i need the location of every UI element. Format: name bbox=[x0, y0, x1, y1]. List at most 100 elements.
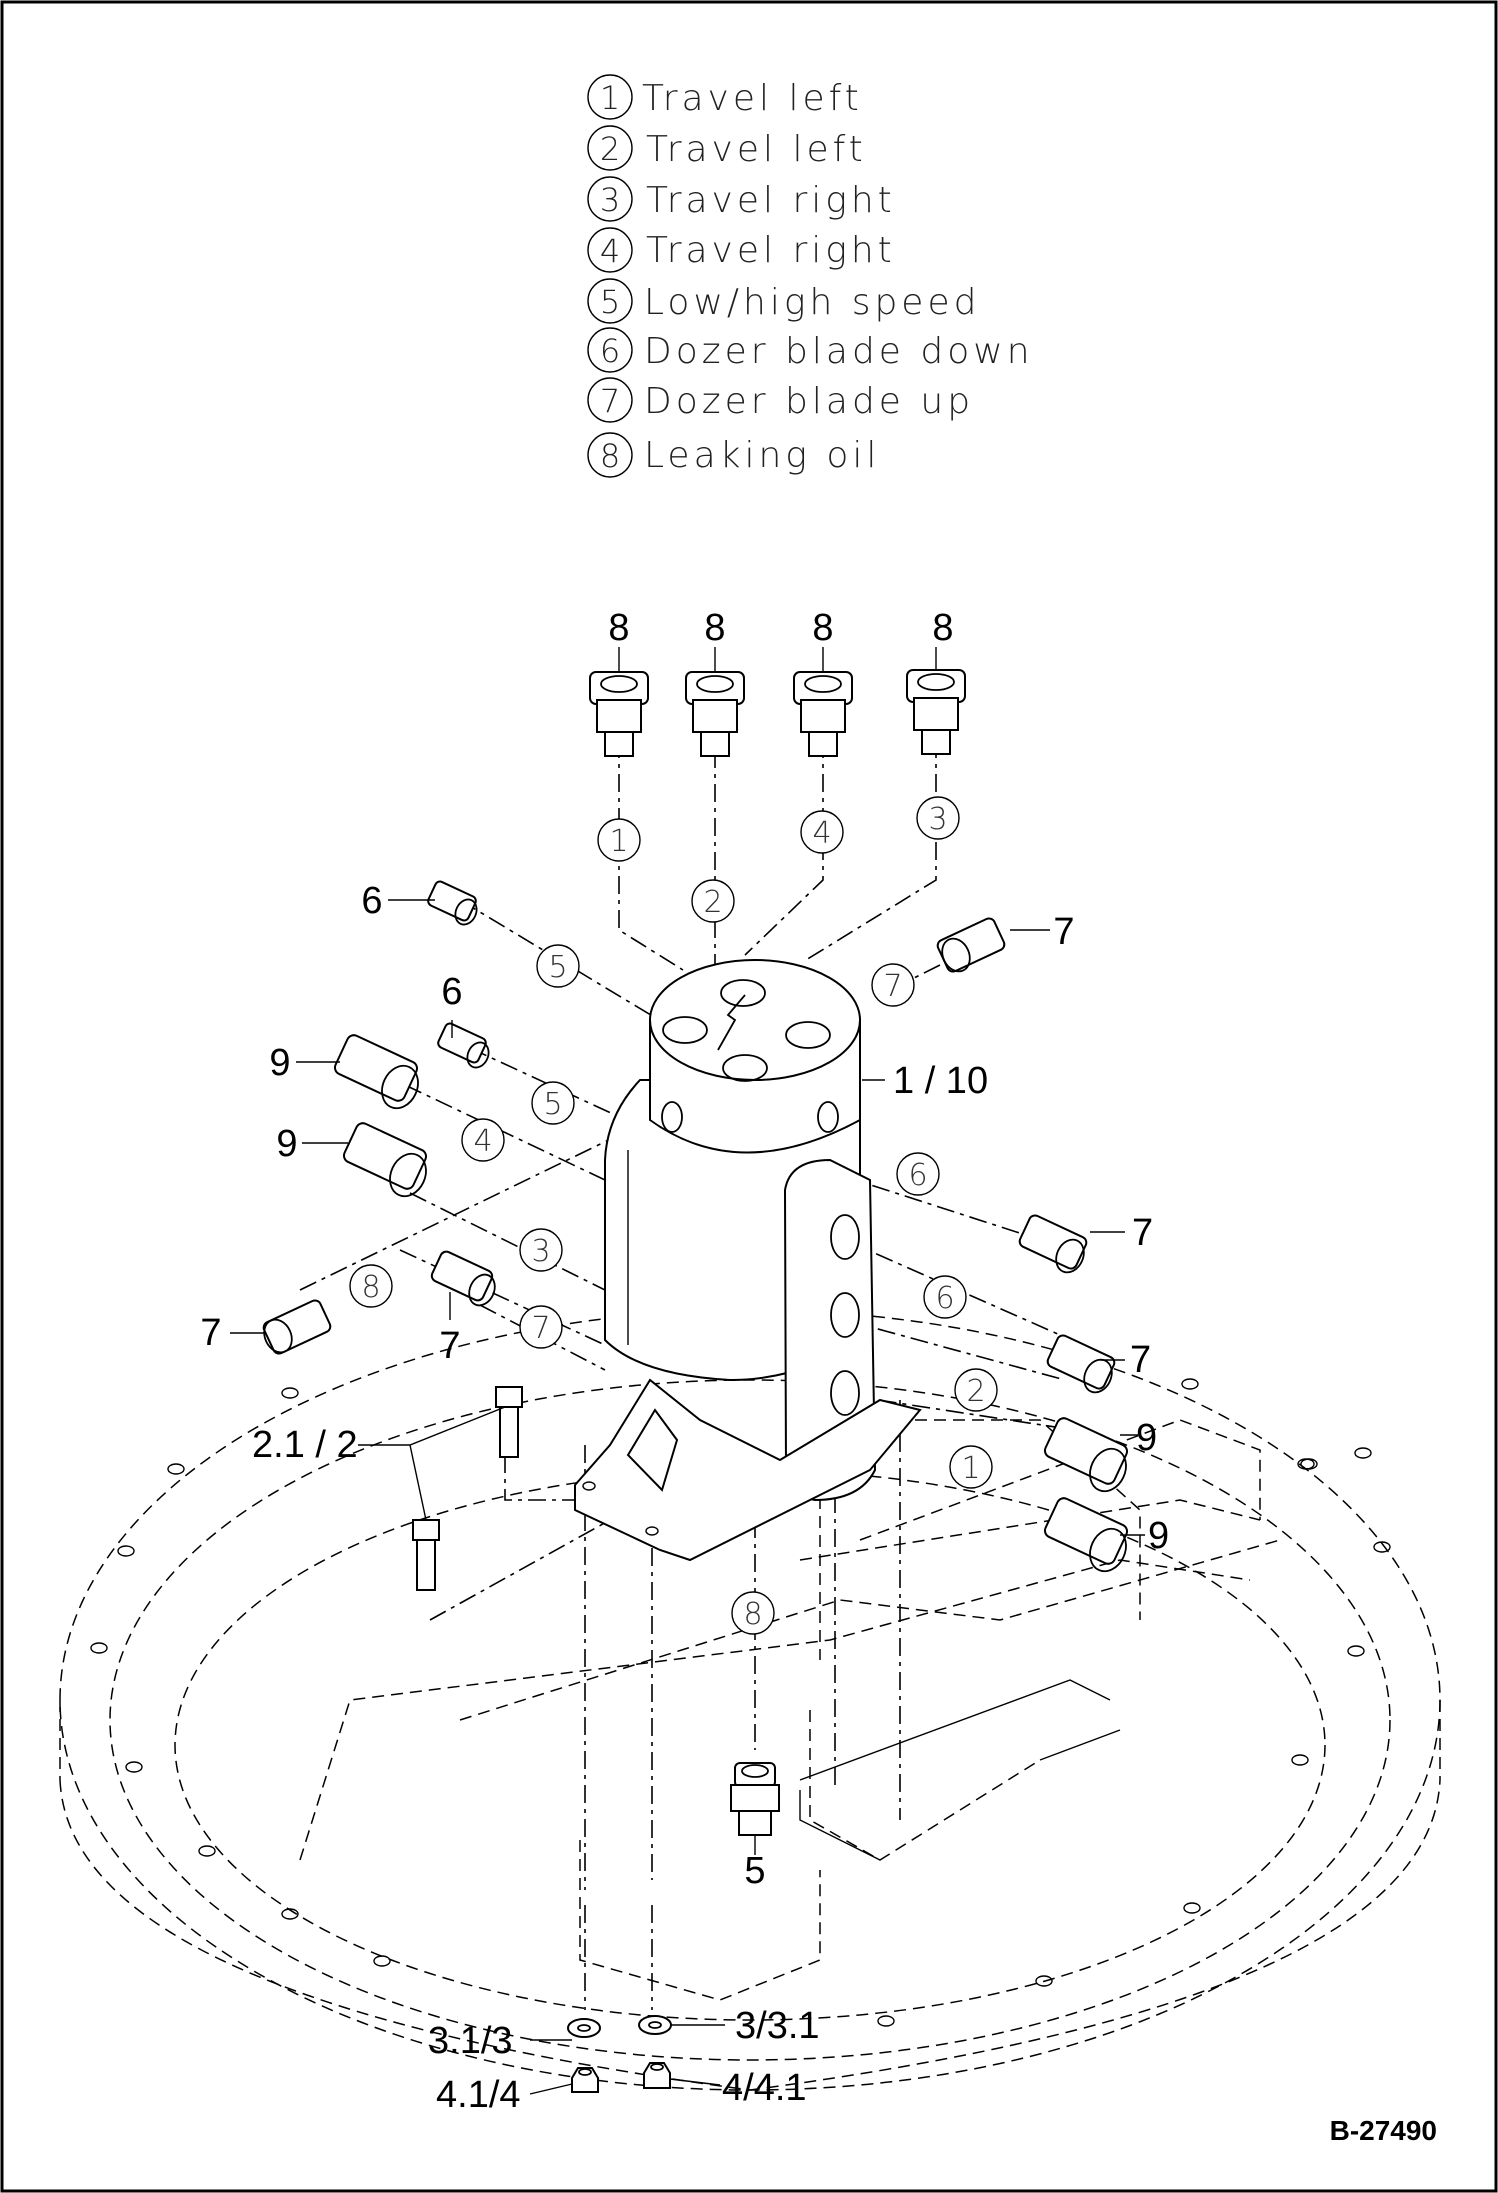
svg-text:8: 8 bbox=[361, 1270, 380, 1305]
fitting-left-7a bbox=[262, 1299, 332, 1355]
bubble-1: 1 bbox=[949, 1445, 993, 1489]
bubble-5a: 5 bbox=[536, 944, 580, 988]
fitting-top-8d bbox=[906, 669, 966, 755]
callout-left-7a: 7 bbox=[200, 1312, 221, 1354]
legend-label: Travel right bbox=[646, 230, 896, 271]
svg-text:4: 4 bbox=[812, 816, 831, 851]
bubble-p2: 2 bbox=[691, 879, 735, 923]
fitting-right-7b bbox=[1018, 1214, 1088, 1274]
svg-text:8: 8 bbox=[743, 1597, 762, 1632]
callout-left-6a: 6 bbox=[361, 880, 382, 922]
fitting-left-7b bbox=[430, 1250, 496, 1307]
fitting-top-8c bbox=[793, 671, 853, 757]
bubble-4: 4 bbox=[461, 1118, 505, 1162]
legend-item-5: 5 Low/high speed bbox=[587, 278, 980, 324]
port-bubbles: 1 2 4 3 5 7 5 4 6 3 8 6 7 2 1 8 bbox=[349, 796, 998, 1635]
bubble-5b: 5 bbox=[531, 1081, 575, 1125]
washer-right bbox=[638, 2015, 672, 2035]
bubble-6a: 6 bbox=[896, 1152, 940, 1196]
svg-text:5: 5 bbox=[543, 1087, 562, 1122]
callout-bottom-5: 5 bbox=[744, 1850, 765, 1892]
legend-number: 4 bbox=[600, 232, 620, 270]
bubble-8a: 8 bbox=[349, 1264, 393, 1308]
legend-number: 3 bbox=[600, 181, 620, 219]
svg-text:4: 4 bbox=[473, 1124, 492, 1159]
callout-bolts: 2.1 / 2 bbox=[252, 1424, 358, 1466]
legend-item-3: 3 Travel right bbox=[587, 176, 896, 222]
legend-number: 5 bbox=[600, 283, 620, 321]
svg-text:2: 2 bbox=[703, 885, 722, 920]
svg-text:1: 1 bbox=[961, 1451, 980, 1486]
fitting-left-9a bbox=[333, 1034, 419, 1110]
assembly-center-lines bbox=[299, 740, 1076, 2010]
legend-number: 8 bbox=[600, 437, 620, 475]
callout-left-9b: 9 bbox=[276, 1123, 297, 1165]
legend-item-4: 4 Travel right bbox=[587, 227, 896, 273]
legend-label: Dozer blade up bbox=[644, 381, 974, 422]
legend-item-6: 6 Dozer blade down bbox=[587, 327, 1034, 373]
bubble-2: 2 bbox=[954, 1368, 998, 1412]
legend-number: 7 bbox=[600, 382, 620, 420]
callout-top-8c: 8 bbox=[812, 607, 833, 649]
legend-label: Dozer blade down bbox=[644, 331, 1034, 372]
legend-number: 2 bbox=[600, 130, 620, 168]
callout-right-7a: 7 bbox=[1053, 911, 1074, 953]
callout-left-9a: 9 bbox=[269, 1042, 290, 1084]
svg-text:2: 2 bbox=[966, 1374, 985, 1409]
bubble-p3: 3 bbox=[916, 796, 960, 840]
callout-washer-left: 3.1/3 bbox=[428, 2020, 513, 2062]
callout-nut-right: 4/4.1 bbox=[722, 2067, 807, 2109]
bubble-7a: 7 bbox=[871, 963, 915, 1007]
svg-text:3: 3 bbox=[531, 1234, 550, 1269]
callout-washer-right: 3/3.1 bbox=[735, 2005, 820, 2047]
svg-text:7: 7 bbox=[531, 1311, 550, 1346]
legend-number: 1 bbox=[600, 79, 620, 117]
bolt-upper bbox=[495, 1386, 523, 1458]
legend-label: Travel left bbox=[642, 78, 863, 119]
leader-lines bbox=[230, 647, 1145, 2095]
callout-left-7b: 7 bbox=[439, 1325, 460, 1367]
svg-text:6: 6 bbox=[935, 1281, 954, 1316]
legend-item-1: 1 Travel left bbox=[587, 74, 863, 120]
callout-swivel-joint: 1 / 10 bbox=[893, 1060, 988, 1102]
callouts: 8 8 8 8 6 7 6 9 1 / 10 9 7 7 7 7 9 9 2.1… bbox=[200, 607, 1169, 2116]
fitting-right-7a bbox=[936, 917, 1006, 973]
bubble-8b: 8 bbox=[731, 1591, 775, 1635]
nut-right bbox=[643, 2062, 671, 2089]
callout-nut-left: 4.1/4 bbox=[436, 2074, 521, 2116]
legend-item-8: 8 Leaking oil bbox=[587, 432, 880, 478]
fitting-left-6b bbox=[437, 1022, 490, 1069]
fitting-left-9b bbox=[342, 1122, 428, 1198]
callout-right-7b: 7 bbox=[1132, 1212, 1153, 1254]
callout-top-8a: 8 bbox=[608, 607, 629, 649]
legend-label: Leaking oil bbox=[644, 435, 880, 476]
legend: 1 Travel left 2 Travel left 3 Travel rig… bbox=[587, 74, 1034, 478]
callout-right-9a: 9 bbox=[1136, 1417, 1157, 1459]
washer-left bbox=[567, 2018, 601, 2038]
legend-label: Travel right bbox=[646, 180, 896, 221]
bubble-3: 3 bbox=[519, 1228, 563, 1272]
svg-text:5: 5 bbox=[548, 950, 567, 985]
legend-number: 6 bbox=[600, 332, 620, 370]
svg-text:3: 3 bbox=[928, 802, 947, 837]
fitting-left-6a bbox=[427, 880, 478, 926]
fitting-top-8b bbox=[685, 671, 745, 757]
nut-left bbox=[571, 2067, 599, 2093]
bubble-6b: 6 bbox=[923, 1275, 967, 1319]
callout-right-9b: 9 bbox=[1148, 1515, 1169, 1557]
callout-top-8d: 8 bbox=[932, 607, 953, 649]
callout-right-7c: 7 bbox=[1130, 1339, 1151, 1381]
bubble-p4: 4 bbox=[800, 810, 844, 854]
legend-label: Low/high speed bbox=[644, 282, 980, 323]
svg-text:6: 6 bbox=[908, 1158, 927, 1193]
svg-text:7: 7 bbox=[883, 969, 902, 1004]
bolt-lower bbox=[412, 1519, 440, 1591]
bubble-p1: 1 bbox=[597, 818, 641, 862]
swivel-joint bbox=[574, 959, 922, 1562]
drawing-id: B-27490 bbox=[1330, 2115, 1437, 2146]
legend-item-7: 7 Dozer blade up bbox=[587, 377, 974, 423]
fitting-right-9a bbox=[1043, 1417, 1129, 1493]
fitting-right-7c bbox=[1046, 1334, 1116, 1394]
fitting-top-8a bbox=[589, 671, 649, 757]
